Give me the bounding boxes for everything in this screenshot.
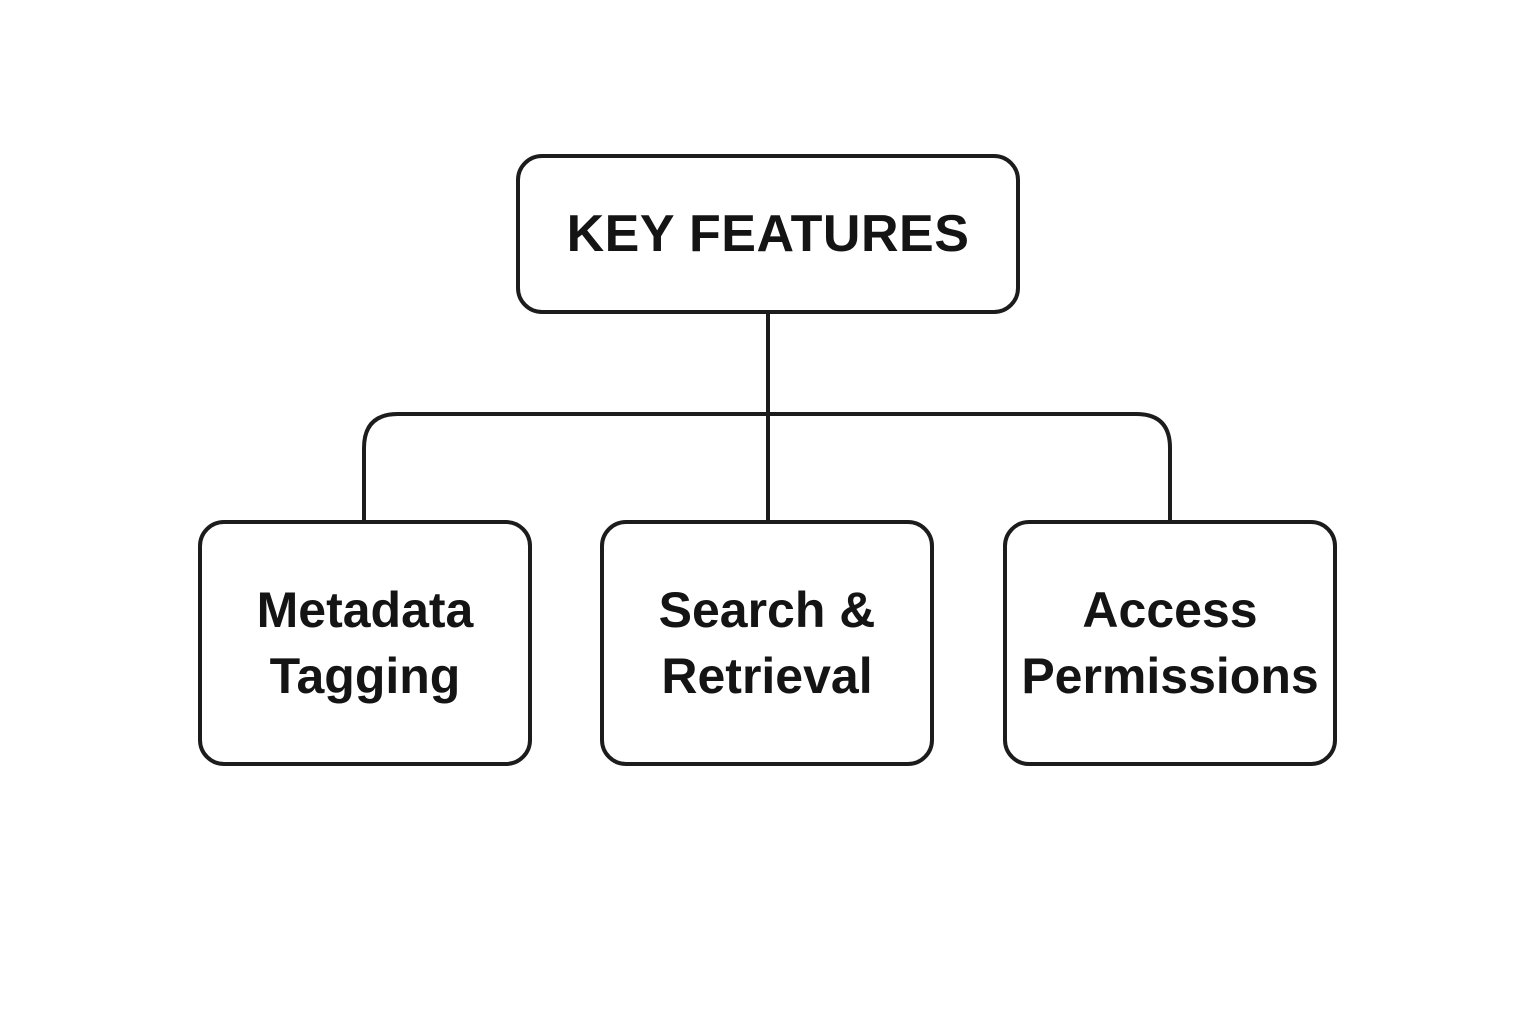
child-node-label-line: Permissions: [1021, 648, 1319, 704]
child-node-label-line: Metadata: [256, 582, 474, 638]
child-node-search-retrieval: Search & Retrieval: [600, 520, 934, 766]
root-node-label: KEY FEATURES: [566, 205, 970, 263]
child-node-label-line: Access: [1082, 582, 1258, 638]
child-node-label-line: Retrieval: [661, 648, 873, 704]
child-node-access-permissions: Access Permissions: [1003, 520, 1337, 766]
child-node-label-line: Search &: [658, 582, 876, 638]
child-node-label-line: Tagging: [269, 648, 461, 704]
root-node-key-features: KEY FEATURES: [516, 154, 1020, 314]
child-node-metadata-tagging: Metadata Tagging: [198, 520, 532, 766]
